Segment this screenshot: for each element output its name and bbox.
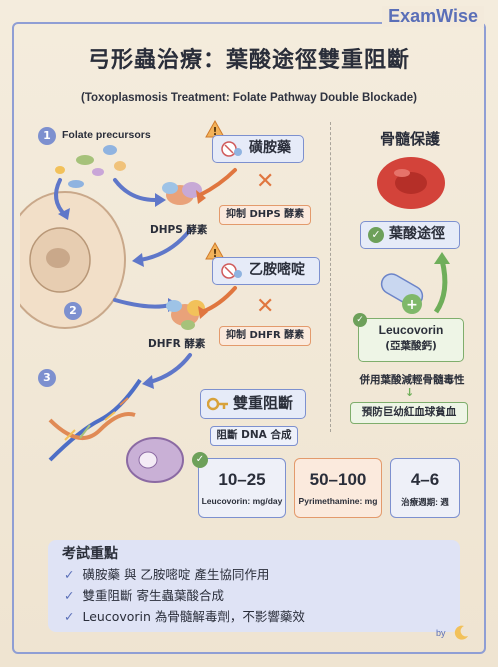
step-number-3: 3 <box>38 369 56 387</box>
folate-precursor-molecules <box>55 145 126 188</box>
dose-card-pyrimethamine: 50–100 Pyrimethamine: mg <box>294 458 382 518</box>
drug-sulfonamide-name: 磺胺藥 <box>249 140 291 156</box>
svg-text:!: ! <box>212 247 217 260</box>
folate-toxicity-note: 併用葉酸減輕骨髓毒性 <box>359 374 465 386</box>
svg-text:!: ! <box>212 125 217 138</box>
dhps-enzyme-icon <box>162 182 202 205</box>
dhfr-enzyme-icon <box>166 300 205 330</box>
drug-pyrimethamine-name: 乙胺嘧啶 <box>249 262 305 278</box>
dose-card-duration: 4–6 治療週期: 週 <box>390 458 460 518</box>
dose-value: 4–6 <box>410 470 440 489</box>
capsule-icon: + <box>380 273 424 314</box>
block-dna-box: 阻斷 DNA 合成 <box>210 426 298 446</box>
double-block-box: 雙重阻斷 <box>200 389 306 419</box>
inhibit-arrow-1 <box>198 168 237 197</box>
svg-text:+: + <box>406 297 418 313</box>
exam-point-text: Leucovorin 為骨髓解毒劑，不影響藥效 <box>82 609 305 624</box>
key-icon <box>207 397 228 411</box>
check-icon: ✓ <box>64 567 75 582</box>
dose-unit: 治療週期: 週 <box>401 497 449 507</box>
dose-card-leucovorin: 10–25 Leucovorin: mg/day <box>198 458 286 518</box>
inhibit-x-icon: ✕ <box>256 169 275 194</box>
dose-unit: Pyrimethamine: mg <box>298 496 378 506</box>
exam-point-text: 雙重阻斷 寄生蟲葉酸合成 <box>82 588 224 603</box>
page-subtitle: (Toxoplasmosis Treatment: Folate Pathway… <box>81 92 417 104</box>
inhibit-dhps-box: 抑制 DHPS 酵素 <box>219 205 312 225</box>
exam-point-item: ✓ 雙重阻斷 寄生蟲葉酸合成 <box>64 585 224 604</box>
leucovorin-illustration: + <box>380 252 450 314</box>
arrow-down-icon: ↓ <box>405 386 415 399</box>
moon-logo-icon <box>454 625 468 640</box>
brand-logo: ExamWise <box>382 6 484 27</box>
check-icon: ✓ <box>64 609 75 624</box>
toxoplasma-parasite-icon <box>126 437 184 483</box>
exam-point-item: ✓ Leucovorin 為骨髓解毒劑，不影響藥效 <box>64 606 305 625</box>
check-icon: ✓ <box>192 452 208 468</box>
check-icon: ✓ <box>353 313 367 327</box>
anemia-prevention-note: 預防巨幼紅血球貧血 <box>350 402 468 424</box>
dhps-label: DHPS 酵素 <box>150 224 208 236</box>
check-icon: ✓ <box>368 227 384 243</box>
dose-unit: Leucovorin: mg/day <box>201 496 283 506</box>
exam-points-panel <box>48 540 460 632</box>
dhfr-label: DHFR 酵素 <box>148 338 206 350</box>
step-number-2: 2 <box>64 302 82 320</box>
section-divider <box>330 122 331 432</box>
byline: by <box>436 628 446 638</box>
leucovorin-box: ✓ Leucovorin (亞葉酸鈣) <box>353 313 464 362</box>
arrow-up-icon <box>433 252 450 314</box>
bone-marrow-title: 骨髓保護 <box>379 130 440 148</box>
exam-point-text: 磺胺藥 與 乙胺嘧啶 產生協同作用 <box>82 567 270 582</box>
page-title: 弓形蟲治療：葉酸途徑雙重阻斷 <box>87 48 410 73</box>
leucovorin-chinese-name: (亞葉酸鈣) <box>385 340 437 352</box>
check-icon: ✓ <box>64 588 75 603</box>
double-block-label: 雙重阻斷 <box>233 394 294 412</box>
pill-icon <box>221 263 242 279</box>
drug-sulfonamide-box: 磺胺藥 <box>212 135 304 163</box>
dose-value: 50–100 <box>309 470 367 489</box>
inhibit-x-icon: ✕ <box>256 294 275 319</box>
arrow-to-dhps <box>113 178 157 202</box>
step-number-1: 1 <box>38 127 56 145</box>
inhibit-arrow-2 <box>200 286 237 314</box>
folate-precursors-label: Folate precursors <box>62 129 151 141</box>
dna-helix-icon <box>48 378 142 462</box>
page-frame <box>12 22 486 654</box>
folate-pathway-label: 葉酸途徑 <box>389 226 445 242</box>
inhibit-dhfr-box: 抑制 DHFR 酵素 <box>219 326 312 346</box>
folate-pathway-box: ✓ 葉酸途徑 <box>360 221 460 249</box>
pill-icon <box>221 141 242 157</box>
exam-point-item: ✓ 磺胺藥 與 乙胺嘧啶 產生協同作用 <box>64 564 269 583</box>
cell-icon <box>20 191 126 329</box>
leucovorin-name: Leucovorin <box>378 323 444 337</box>
red-blood-cell-icon <box>377 157 445 209</box>
exam-points-title: 考試重點 <box>62 546 118 562</box>
pathway-illustration <box>20 145 237 483</box>
dose-value: 10–25 <box>218 470 266 489</box>
drug-pyrimethamine-box: 乙胺嘧啶 <box>212 257 320 285</box>
